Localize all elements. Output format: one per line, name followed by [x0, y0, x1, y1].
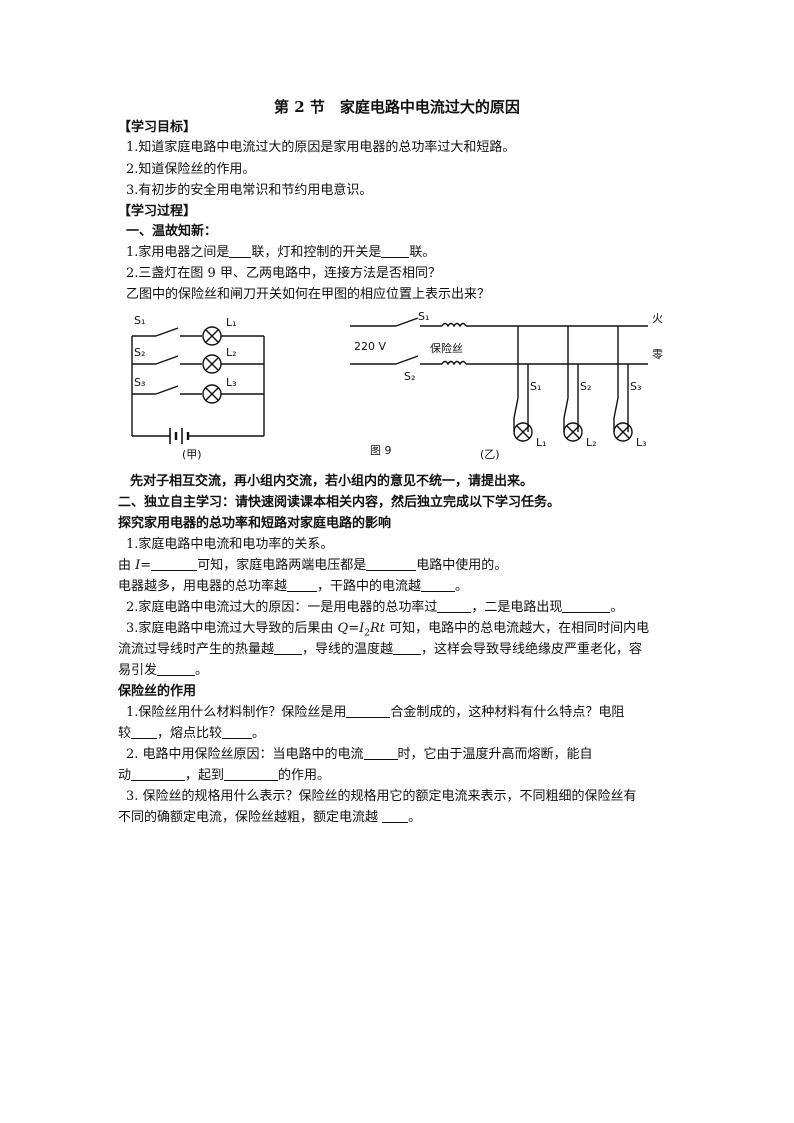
neutral-wire-label: 零	[652, 348, 663, 361]
voltage-label: 220 V	[354, 340, 386, 353]
page-title: 第 2 节 家庭电路中电流过大的原因	[274, 98, 520, 116]
circuit-jia	[131, 326, 265, 444]
yi-switch-label: S₁	[530, 380, 541, 393]
jia-switch-label: S₃	[134, 376, 145, 389]
yi-main-switch-label: S₁	[418, 310, 429, 323]
answer-blank[interactable]	[157, 661, 196, 676]
yi-switch-label: S₃	[630, 380, 641, 393]
answer-blank[interactable]	[224, 766, 279, 781]
task-2-2: 较，熔点比较。	[118, 724, 266, 741]
yi-lamp-label: L₃	[636, 436, 647, 449]
yi-lamp-label: L₁	[536, 436, 547, 449]
task-1-2: 由 I=可知，家庭电路两端电压都是电路中使用的。	[118, 556, 508, 573]
yi-main-switch-label: S₂	[404, 370, 415, 383]
answer-blank[interactable]	[366, 556, 417, 571]
answer-blank[interactable]	[131, 766, 186, 781]
task-1-5: 3.家庭电路中电流过大导致的后果由 Q=I2Rt 可知，电路中的总电流越大，在相…	[126, 621, 650, 639]
answer-blank[interactable]	[393, 640, 422, 655]
topic-1-heading: 探究家用电器的总功率和短路对家庭电路的影响	[118, 516, 392, 531]
jia-switch-label: S₁	[134, 314, 145, 327]
task-2-6: 不同的确额定电流，保险丝越粗，额定电流越 。	[118, 808, 422, 825]
yi-caption: (乙)	[480, 448, 500, 461]
task-1-6: 流流过导线时产生的热量越，导线的温度越，这样会导致导线绝缘皮严重老化，容	[118, 640, 643, 657]
answer-blank[interactable]	[346, 703, 391, 718]
jia-lamp-label: L₁	[226, 316, 237, 329]
task-2-4: 动，起到的作用。	[118, 766, 331, 783]
task-2-5: 3. 保险丝的规格用什么表示？保险丝的规格用它的额定电流来表示，不同粗细的保险丝…	[126, 789, 637, 804]
fuse-label: 保险丝	[430, 341, 463, 355]
answer-blank[interactable]	[229, 243, 252, 258]
review-question-3: 乙图中的保险丝和闸刀开关如何在甲图的相应位置上表示出来？	[126, 287, 491, 302]
circuit-yi	[350, 317, 648, 442]
answer-blank[interactable]	[437, 598, 472, 613]
discussion-prompt: 先对子相互交流，再小组内交流，若小组内的意见不统一，请提出来。	[130, 474, 534, 489]
topic-2-heading: 保险丝的作用	[118, 684, 197, 699]
review-question-2: 2.三盏灯在图 9 甲、乙两电路中，连接方法是否相同？	[126, 266, 441, 281]
task-1-4: 2.家庭电路中电流过大的原因：一是用电器的总功率过，二是电路出现。	[126, 598, 624, 615]
jia-switch-label: S₂	[134, 346, 145, 359]
goals-heading: 【学习目标】	[118, 120, 197, 135]
answer-blank[interactable]	[131, 724, 158, 739]
answer-blank[interactable]	[562, 598, 611, 613]
review-heading: 一、温故知新：	[126, 224, 218, 239]
answer-blank[interactable]	[287, 577, 318, 592]
goal-item-2: 2.知道保险丝的作用。	[126, 162, 256, 177]
review-question-1: 1.家用电器之间是联，灯和控制的开关是联。	[126, 243, 436, 260]
task-2-3: 2. 电路中用保险丝原因：当电路中的电流时，它由于温度升高而熔断，能自	[126, 745, 593, 762]
goal-item-1: 1.知道家庭电路中电流过大的原因是家用电器的总功率过大和短路。	[126, 140, 516, 155]
jia-lamp-label: L₂	[226, 346, 237, 359]
yi-switch-label: S₂	[580, 380, 591, 393]
yi-lamp-label: L₂	[586, 436, 597, 449]
jia-caption: (甲)	[182, 448, 202, 461]
circuit-yi-labels: 220 V 保险丝 S₁ S₂ 火 零 S₁ S₂ S₃ L₁ L₂ L₃ 图 …	[354, 310, 663, 461]
task-1-3: 电器越多，用电器的总功率越，干路中的电流越。	[118, 577, 469, 594]
answer-blank[interactable]	[421, 577, 456, 592]
task-1-1: 1.家庭电路中电流和电功率的关系。	[126, 537, 334, 552]
jia-lamp-label: L₃	[226, 376, 237, 389]
answer-blank[interactable]	[151, 556, 198, 571]
task-2-1: 1.保险丝用什么材料制作？保险丝是用合金制成的，这种材料有什么特点？电阻	[126, 703, 625, 720]
answer-blank[interactable]	[363, 745, 398, 760]
process-heading: 【学习过程】	[118, 204, 197, 219]
self-study-heading: 二、独立自主学习：请快速阅读课本相关内容，然后独立完成以下学习任务。	[118, 495, 561, 510]
goal-item-3: 3.有初步的安全用电常识和节约用电意识。	[126, 183, 373, 198]
answer-blank[interactable]	[382, 808, 409, 823]
circuit-jia-labels: S₁ S₂ S₃ L₁ L₂ L₃ (甲)	[134, 314, 237, 461]
live-wire-label: 火	[652, 312, 663, 325]
task-1-7: 易引发。	[118, 661, 209, 678]
answer-blank[interactable]	[222, 724, 253, 739]
answer-blank[interactable]	[274, 640, 303, 655]
figure-number-label: 图 9	[370, 444, 392, 457]
answer-blank[interactable]	[381, 243, 410, 258]
figure-9-circuits: S₁ S₂ S₃ L₁ L₂ L₃ (甲)	[131, 310, 663, 461]
